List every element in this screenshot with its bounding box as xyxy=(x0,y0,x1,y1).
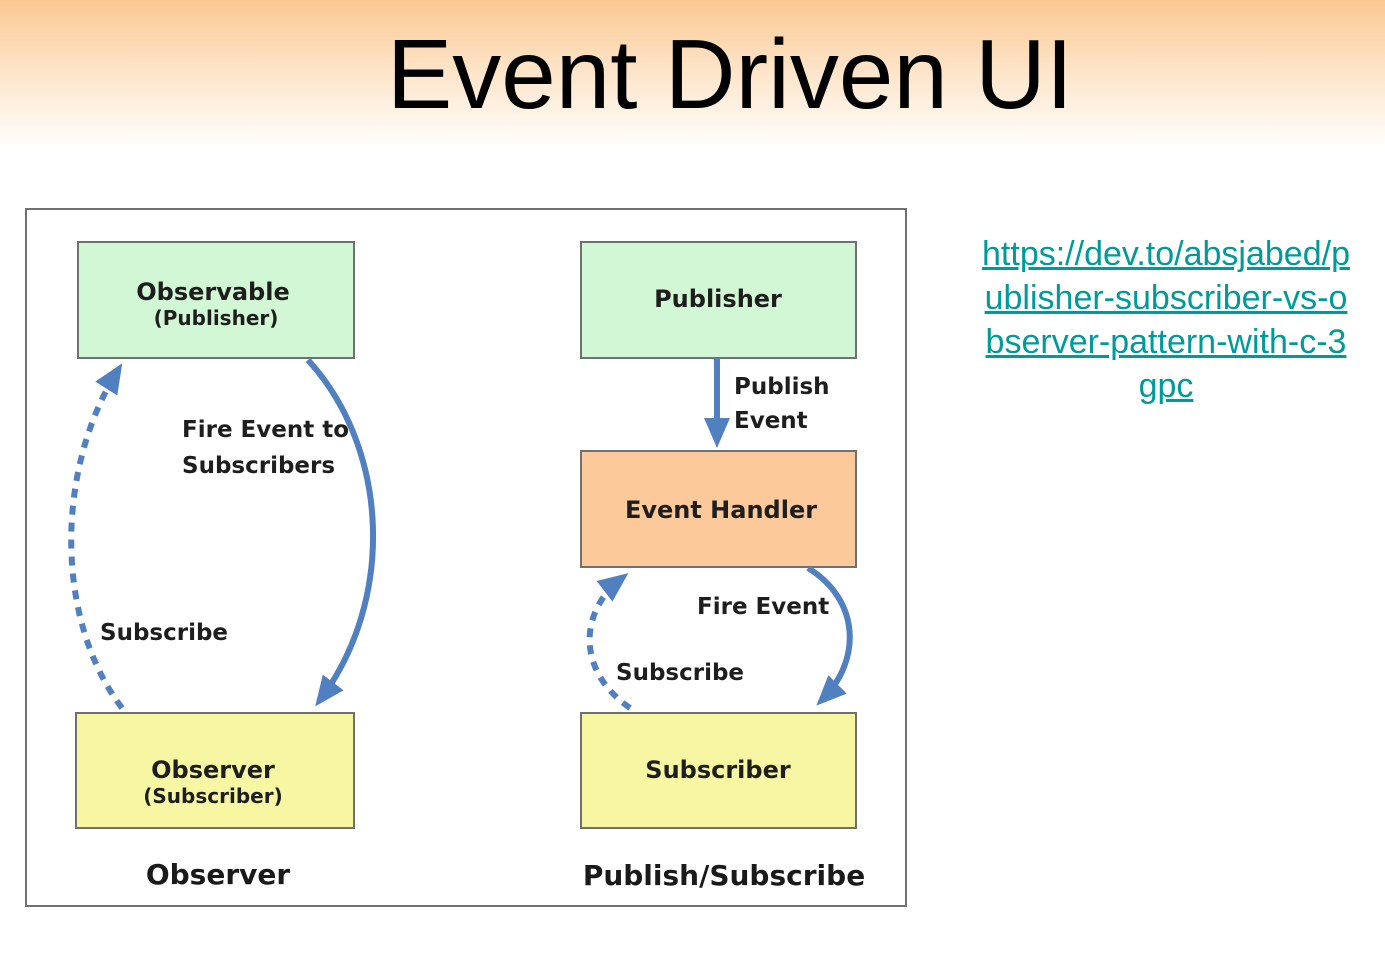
pubsub-fire-event-label: Fire Event xyxy=(697,594,829,620)
observer-title: Observer xyxy=(151,756,275,784)
event-handler-box: Event Handler xyxy=(580,450,857,568)
pubsub-subscribe-arrow xyxy=(586,573,632,711)
observable-title: Observable xyxy=(136,278,290,306)
observable-subtitle: (Publisher) xyxy=(154,306,279,330)
subscriber-box: Subscriber xyxy=(580,712,857,829)
fire-event-arrow xyxy=(305,357,376,707)
pubsub-subscribe-label: Subscribe xyxy=(616,660,744,686)
subscribe-label: Subscribe xyxy=(100,620,228,646)
event-handler-title: Event Handler xyxy=(625,496,817,524)
fire-event-label-2: Subscribers xyxy=(182,453,335,479)
publisher-title: Publisher xyxy=(654,285,782,313)
pubsub-fire-event-arrow xyxy=(806,565,853,706)
title-band xyxy=(0,0,1385,150)
publish-label-2: Event xyxy=(734,408,808,434)
source-link[interactable]: https://dev.to/absjabed/publisher-subscr… xyxy=(982,235,1350,405)
pubsub-caption: Publish/Subscribe xyxy=(583,859,865,892)
fire-event-label-1: Fire Event to xyxy=(182,417,349,443)
slide-title: Event Driven UI xyxy=(386,19,1074,129)
publish-label-1: Publish xyxy=(734,374,830,400)
observer-caption: Observer xyxy=(146,858,291,891)
observable-box: Observable (Publisher) xyxy=(77,241,355,359)
subscriber-title: Subscriber xyxy=(645,756,791,784)
observer-subtitle: (Subscriber) xyxy=(143,784,282,808)
publisher-box: Publisher xyxy=(580,241,857,359)
subscribe-arrow xyxy=(68,363,125,710)
observer-box: Observer (Subscriber) xyxy=(75,712,355,829)
